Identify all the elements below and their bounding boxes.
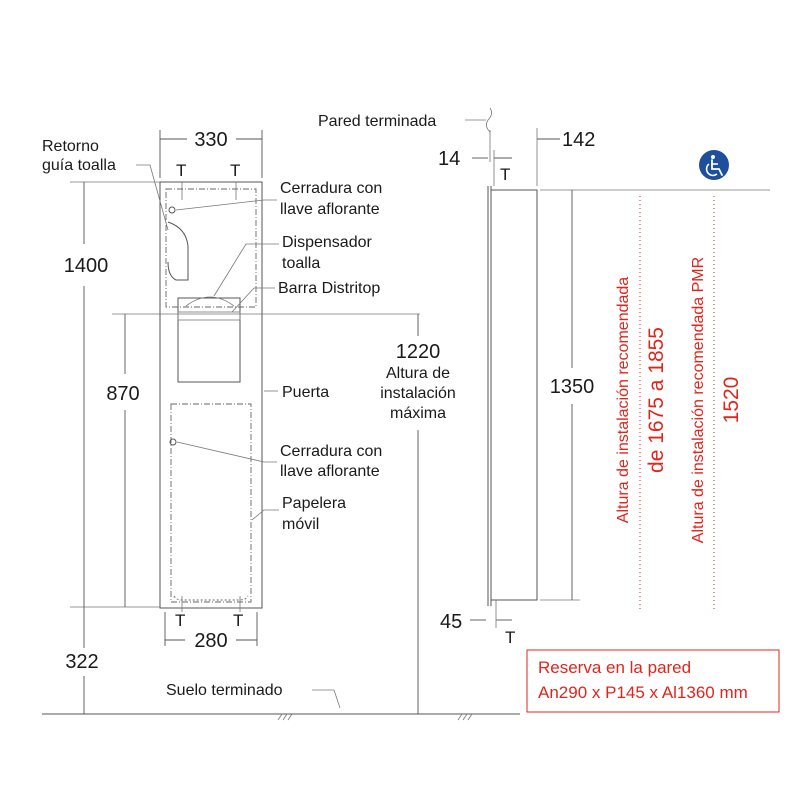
floor-hatch xyxy=(277,713,473,721)
leader-retorno xyxy=(136,164,169,231)
rec-height-label: Altura de instalación recomendada xyxy=(615,277,632,523)
dim-floor-offset: 322 xyxy=(65,651,98,673)
towel-return-guide xyxy=(167,221,189,281)
wheelchair-icon xyxy=(699,150,729,180)
t-mark: T xyxy=(233,611,243,630)
label-cerradura-bottom: llave aflorante xyxy=(280,463,380,480)
label-suelo: Suelo terminado xyxy=(166,682,283,699)
recommended-heights: Altura de instalación recomendada de 167… xyxy=(580,150,770,612)
leader-dispensador xyxy=(213,243,279,297)
dim-height-lower: 870 xyxy=(106,383,139,405)
distritop-bar xyxy=(177,311,241,321)
side-view: Pared terminada 14 142 T T 45 1350 xyxy=(318,107,595,647)
max-height-value: 1220 xyxy=(396,341,441,363)
label-cerradura-bottom: Cerradura con xyxy=(280,443,382,460)
leader-barra xyxy=(231,287,275,313)
label-puerta: Puerta xyxy=(282,384,329,401)
pmr-height-value: 1520 xyxy=(720,377,743,424)
t-mark: T xyxy=(500,165,510,184)
dim-flange: 14 xyxy=(438,148,460,170)
max-height-label: máxima xyxy=(390,405,446,422)
reserve-line-2: An290 x P145 x Al1360 mm xyxy=(538,683,748,702)
label-barra: Barra Distritop xyxy=(278,280,380,297)
label-dispensador: toalla xyxy=(282,255,320,272)
leader-cerradura-bottom xyxy=(176,441,277,463)
wall-break xyxy=(486,107,492,133)
reserve-box: Reserva en la pared An290 x P145 x Al136… xyxy=(526,649,780,713)
label-cerradura-top: Cerradura con xyxy=(280,180,382,197)
label-papelera: Papelera xyxy=(282,495,346,512)
leader-cerradura-top xyxy=(175,199,277,211)
label-retorno: guía toalla xyxy=(42,157,116,174)
cabinet-outline xyxy=(159,181,263,609)
label-pared: Pared terminada xyxy=(318,113,436,130)
t-mark: T xyxy=(230,161,240,180)
towel-dispenser xyxy=(177,297,241,383)
bottom-lock xyxy=(169,438,177,446)
rec-height-value: de 1675 a 1855 xyxy=(645,327,668,473)
t-mark: T xyxy=(176,161,186,180)
towel-sheet xyxy=(185,296,235,307)
label-dispensador: Dispensador xyxy=(282,234,373,251)
reserve-line-1: Reserva en la pared xyxy=(538,658,691,677)
leader-suelo xyxy=(312,689,341,709)
dim-height-total: 1400 xyxy=(64,255,109,277)
top-lock xyxy=(168,206,176,214)
bin-panel xyxy=(170,403,252,603)
t-mark: T xyxy=(175,611,185,630)
label-papelera: móvil xyxy=(282,516,319,533)
dim-side-height: 1350 xyxy=(550,376,595,398)
upper-door-panel xyxy=(165,188,257,308)
side-body xyxy=(490,189,538,601)
front-view: T T T T 330 280 1400 870 322 xyxy=(42,129,520,721)
leader-papelera xyxy=(251,509,279,521)
dim-width-bottom: 280 xyxy=(194,630,227,652)
pmr-height-label: Altura de instalación recomendada PMR xyxy=(690,257,707,543)
dim-width-top: 330 xyxy=(194,129,227,151)
t-mark: T xyxy=(505,628,515,647)
dim-bottom-offset: 45 xyxy=(440,611,462,633)
dim-depth: 142 xyxy=(562,129,595,151)
label-cerradura-top: llave aflorante xyxy=(280,201,380,218)
label-retorno: Retorno xyxy=(42,138,99,155)
max-height-label: Altura de xyxy=(386,365,450,382)
max-height-label: instalación xyxy=(380,385,456,402)
bin-bottom xyxy=(173,595,249,601)
